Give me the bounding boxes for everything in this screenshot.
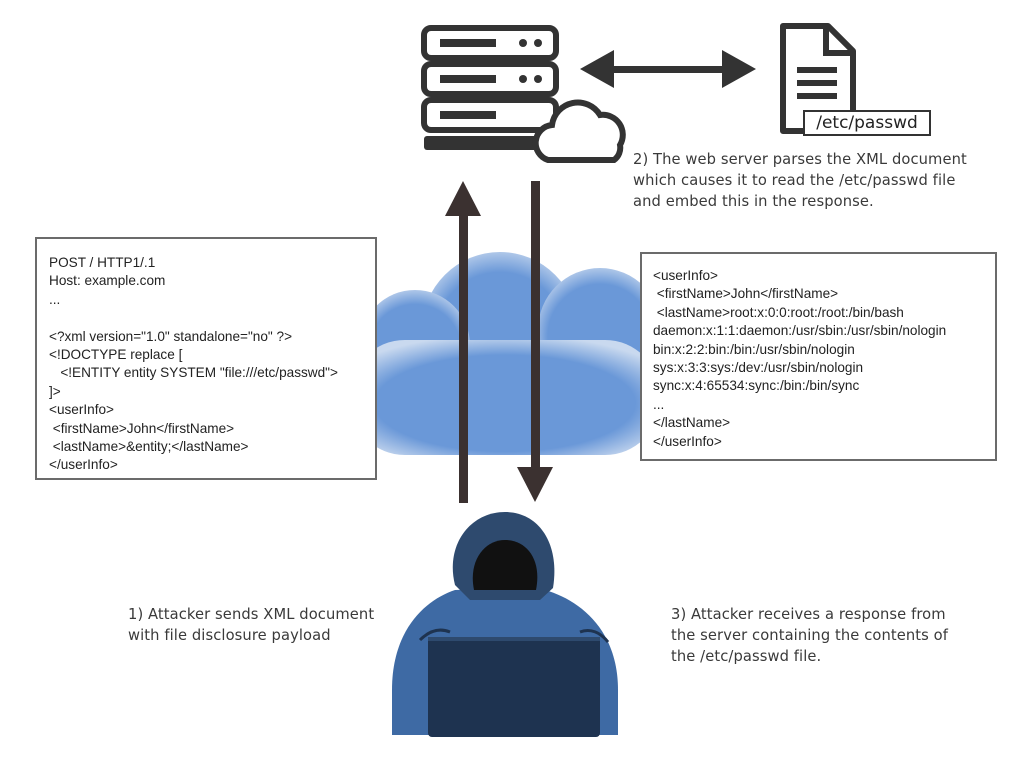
request-line: ... (49, 291, 61, 307)
request-line: <!ENTITY entity SYSTEM "file:///etc/pass… (49, 365, 338, 381)
response-line: sync:x:4:65534:sync:/bin:/bin/sync (653, 378, 860, 394)
xml-request-box: POST / HTTP1/.1 Host: example.com ... <?… (35, 237, 377, 480)
laptop-icon (428, 637, 600, 737)
request-line: <!DOCTYPE replace [ (49, 346, 183, 362)
request-line (49, 309, 375, 327)
response-step-caption: 3) Attacker receives a response from the… (671, 604, 948, 667)
response-line: <lastName>root:x:0:0:root:/root:/bin/bas… (653, 304, 904, 320)
response-down-arrow (517, 181, 553, 502)
caption-line: 3) Attacker receives a response from (671, 606, 946, 623)
request-line: </userInfo> (49, 457, 118, 473)
etc-passwd-label: /etc/passwd (803, 110, 931, 136)
request-line: <lastName>&entity;</lastName> (49, 438, 249, 454)
caption-line: which causes it to read the /etc/passwd … (633, 172, 956, 189)
caption-line: 1) Attacker sends XML document (128, 606, 375, 623)
request-line: <?xml version="1.0" standalone="no" ?> (49, 328, 293, 344)
attacker-step-caption: 1) Attacker sends XML document with file… (128, 604, 374, 646)
request-line: <userInfo> (49, 402, 114, 418)
internet-cloud-icon (347, 252, 662, 455)
document-file-icon (780, 23, 856, 134)
response-line: bin:x:2:2:bin:/bin:/usr/sbin/nologin (653, 341, 855, 357)
response-line: </userInfo> (653, 433, 722, 449)
caption-line: the /etc/passwd file. (671, 648, 822, 665)
response-line: daemon:x:1:1:daemon:/usr/sbin:/usr/sbin/… (653, 323, 947, 339)
response-line: <firstName>John</firstName> (653, 286, 839, 302)
caption-line: 2) The web server parses the XML documen… (633, 151, 967, 168)
server-step-caption: 2) The web server parses the XML documen… (633, 149, 967, 212)
response-line: ... (653, 396, 665, 412)
request-line: POST / HTTP1/.1 (49, 255, 156, 270)
xml-response-box: <userInfo> <firstName>John</firstName> <… (640, 252, 997, 461)
request-line: ]> (49, 383, 61, 399)
response-line: </lastName> (653, 415, 731, 431)
request-up-arrow (445, 181, 481, 503)
server-rack-icon (421, 25, 574, 150)
caption-line: the server containing the contents of (671, 627, 949, 644)
response-line: sys:x:3:3:sys:/dev:/usr/sbin/nologin (653, 359, 864, 375)
read-file-double-arrow (580, 50, 756, 88)
request-line: <firstName>John</firstName> (49, 420, 235, 436)
request-line: Host: example.com (49, 273, 166, 289)
small-cloud-icon (532, 99, 626, 163)
response-line: <userInfo> (653, 268, 718, 283)
caption-line: with file disclosure payload (128, 627, 331, 644)
caption-line: and embed this in the response. (633, 193, 874, 210)
